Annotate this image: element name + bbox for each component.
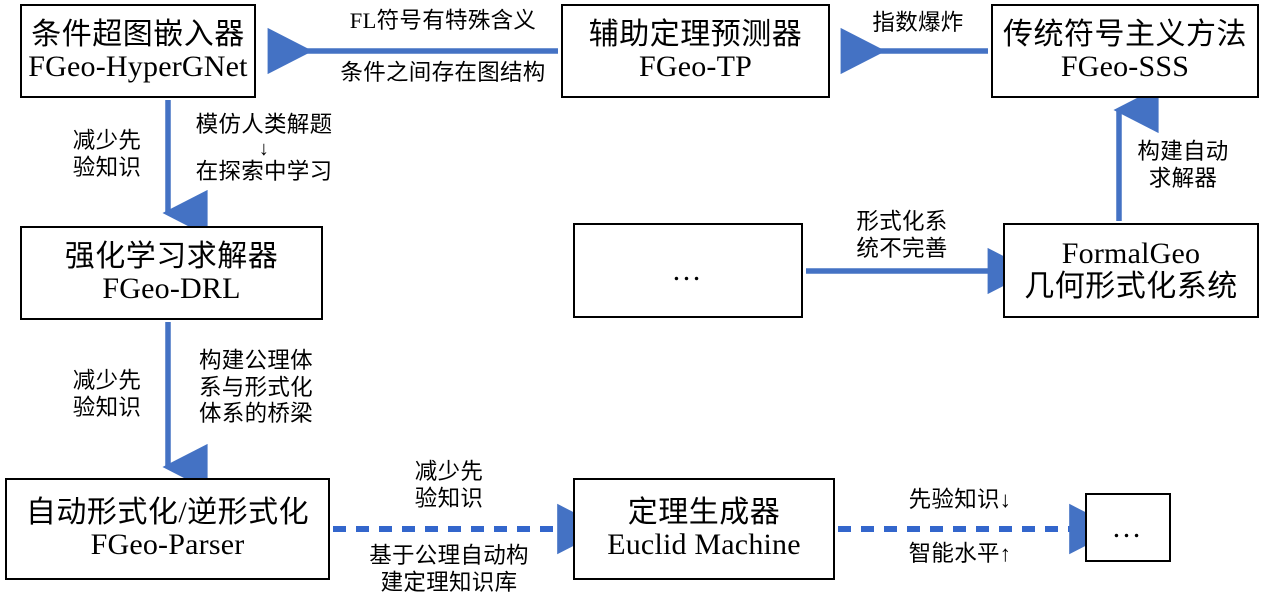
node-hypergnet-en: FGeo-HyperGNet [28,50,248,83]
node-tp-cn: 辅助定理预测器 [588,17,803,51]
edge-label-parser-euclid-above-2: 验知识 [414,485,484,511]
edge-label-drl-parser-right-1: 构建公理体 [198,348,313,373]
edge-label-sss-to-tp-text: 指数爆炸 [872,10,964,35]
node-euclid-cn: 定理生成器 [627,495,781,529]
node-ellipsis-right-dots: … [1111,510,1145,544]
node-parser-en: FGeo-Parser [90,528,245,561]
node-drl-en: FGeo-DRL [102,272,241,305]
edge-label-euclid-ell-below-text: 智能水平↑ [908,541,1012,566]
edge-label-ell-fg-1: 形式化系 [856,209,948,234]
edge-label-formalgeo-to-sss: 构建自动 求解器 [1133,139,1233,192]
edge-label-drl-parser-right-3: 体系的桥梁 [198,401,313,427]
node-formalgeo[interactable]: FormalGeo 几何形式化系统 [1003,223,1259,318]
node-drl-cn: 强化学习求解器 [64,239,279,273]
edge-label-drl-parser-right-2: 系与形式化 [198,374,313,400]
node-parser-cn: 自动形式化/逆形式化 [25,495,310,529]
node-sss-en: FGeo-SSS [1060,50,1190,83]
edge-label-ell-fg-2: 统不完善 [856,235,948,261]
node-drl[interactable]: 强化学习求解器 FGeo-DRL [20,226,323,320]
edge-label-tp-to-hypergnet-below: 条件之间存在图结构 [337,60,549,87]
edge-label-hypergnet-to-drl-right: 模仿人类解题 ↓ 在探索中学习 [184,112,344,185]
edge-label-parser-to-euclid-above: 减少先 验知识 [393,459,505,512]
edge-label-tp-to-hypergnet-above: FL符号有特殊含义 [337,8,549,35]
edge-label-tp-below-text: 条件之间存在图结构 [340,60,546,85]
node-formalgeo-cn: 几何形式化系统 [1024,269,1238,303]
edge-label-drl-to-parser-left: 减少先 验知识 [62,368,152,421]
node-ellipsis-right[interactable]: … [1085,493,1171,562]
edge-label-hg-drl-right-2: 在探索中学习 [195,158,333,184]
edge-label-hypergnet-to-drl-left: 减少先 验知识 [62,128,152,181]
edge-label-fg-sss-2: 求解器 [1148,165,1218,191]
edge-label-euclid-ell-above-text: 先验知识↓ [908,487,1012,512]
edge-label-fg-sss-1: 构建自动 [1137,139,1229,164]
edge-label-drl-to-parser-right: 构建公理体 系与形式化 体系的桥梁 [186,348,326,428]
node-parser[interactable]: 自动形式化/逆形式化 FGeo-Parser [5,478,330,580]
node-hypergnet-cn: 条件超图嵌入器 [31,17,245,51]
edge-label-tp-above-text: FL符号有特殊含义 [349,8,537,33]
edge-label-parser-euclid-below-1: 基于公理自动构 [369,543,529,568]
node-sss[interactable]: 传统符号主义方法 FGeo-SSS [991,4,1259,98]
node-tp-en: FGeo-TP [638,50,753,83]
node-tp[interactable]: 辅助定理预测器 FGeo-TP [561,4,830,98]
node-sss-cn: 传统符号主义方法 [1003,17,1247,51]
edge-label-hg-drl-right-1: 模仿人类解题 [195,112,333,137]
node-ellipsis-mid-dots: … [671,253,705,287]
edge-label-parser-to-euclid-below: 基于公理自动构 建定理知识库 [360,543,538,596]
edge-label-drl-parser-left-2: 验知识 [72,394,142,420]
edge-label-ellipsis-to-formalgeo: 形式化系 统不完善 [852,209,952,262]
down-arrow-icon: ↓ [258,137,270,160]
node-euclid[interactable]: 定理生成器 Euclid Machine [573,478,835,580]
edge-label-drl-parser-left-1: 减少先 [72,368,142,393]
node-euclid-en: Euclid Machine [607,528,801,561]
edge-label-sss-to-tp-above: 指数爆炸 [862,10,974,37]
node-hypergnet[interactable]: 条件超图嵌入器 FGeo-HyperGNet [20,4,256,98]
edge-label-parser-euclid-below-2: 建定理知识库 [380,569,518,595]
edge-label-euclid-to-ellipsis-above: 先验知识↓ [890,487,1030,514]
node-formalgeo-en: FormalGeo [1061,237,1201,271]
node-ellipsis-mid[interactable]: … [573,223,803,318]
edge-label-hg-drl-left-1: 减少先 [72,128,142,153]
edge-label-hg-drl-left-2: 验知识 [72,154,142,180]
edge-label-parser-euclid-above-1: 减少先 [414,459,484,484]
edge-label-euclid-to-ellipsis-below: 智能水平↑ [890,541,1030,568]
